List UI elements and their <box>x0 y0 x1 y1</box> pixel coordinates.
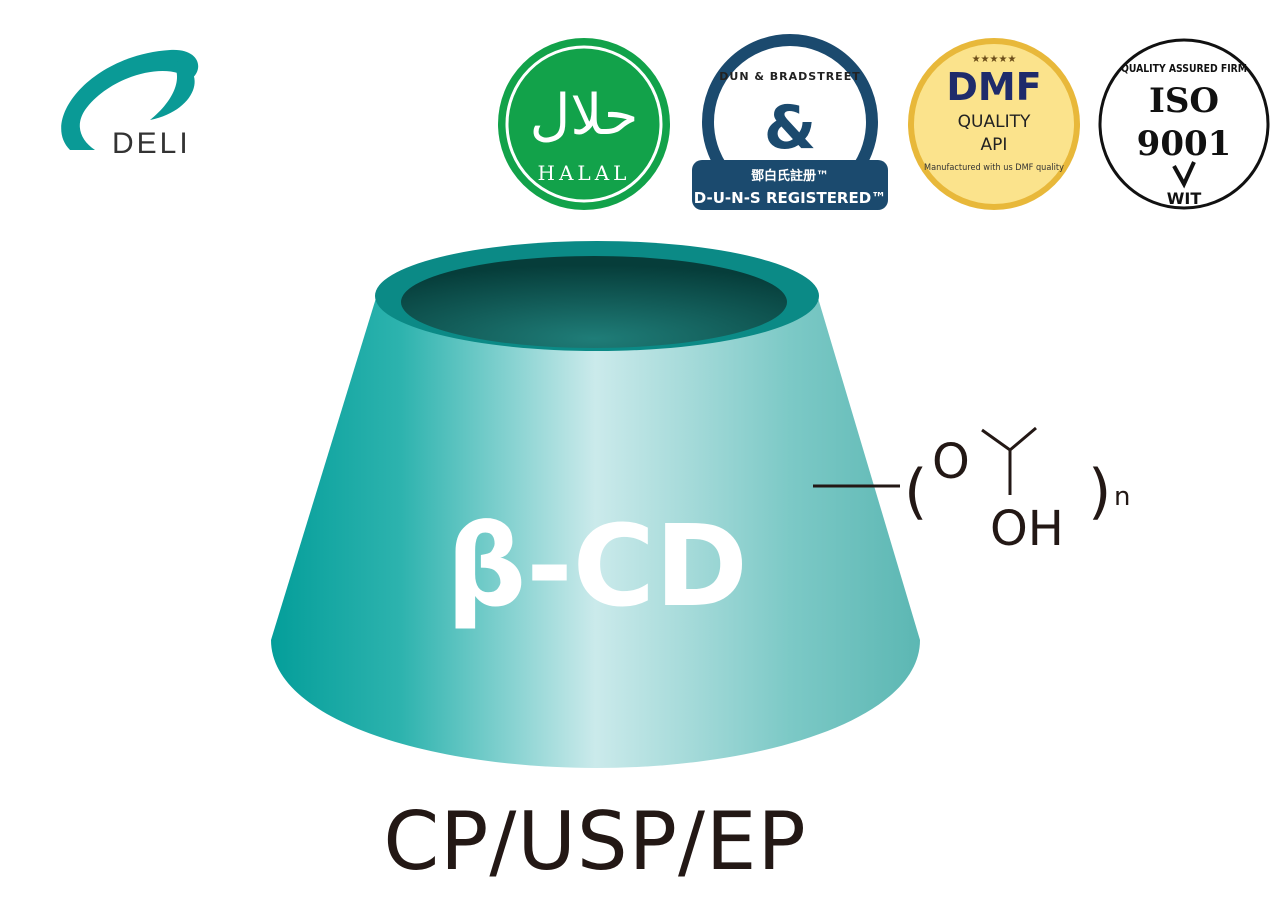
dmf-badge: ★★★★★ DMF QUALITY API Manufactured with … <box>908 38 1080 210</box>
pharmacopoeia-grades: CP/USP/EP <box>383 795 807 888</box>
oxygen-label: O <box>932 434 970 490</box>
beta-cd-cone: β-CD <box>271 241 920 768</box>
halal-badge: حلال HALAL <box>498 38 670 210</box>
halal-arabic: حلال <box>530 83 639 148</box>
halal-text: HALAL <box>538 161 631 185</box>
product-name: β-CD <box>446 502 748 632</box>
check-icon <box>1172 161 1196 189</box>
iso-mark: WIT <box>1167 189 1202 208</box>
open-paren: ( <box>904 457 927 527</box>
dmf-arc-text: Manufactured with us DMF quality <box>924 163 1065 173</box>
deli-logo: DELI <box>61 49 199 160</box>
iso-line1: ISO <box>1149 81 1219 121</box>
duns-arc-text: DUN & BRADSTREET <box>719 70 860 83</box>
substituent-formula: ( O OH ) n <box>813 426 1130 557</box>
hydroxyl-label: OH <box>990 501 1064 557</box>
dmf-stars: ★★★★★ <box>972 54 1017 65</box>
ampersand-icon: & <box>764 93 816 163</box>
subscript-n: n <box>1114 482 1130 512</box>
dmf-line3: API <box>981 135 1008 155</box>
dmf-title: DMF <box>946 65 1041 109</box>
dmf-line2: QUALITY <box>958 112 1031 132</box>
duns-cn-text: 鄧白氏註册™ <box>751 168 829 184</box>
duns-text: D-U-N-S REGISTERED™ <box>694 189 886 207</box>
iso-line2: 9001 <box>1137 124 1232 164</box>
close-paren: ) <box>1088 457 1111 527</box>
duns-badge: DUN & BRADSTREET & 鄧白氏註册™ D-U-N-S REGIST… <box>692 34 888 210</box>
iso-arc-text: QUALITY ASSURED FIRM <box>1121 62 1247 75</box>
logo-text: DELI <box>112 127 191 160</box>
iso-badge: QUALITY ASSURED FIRM ISO 9001 WIT <box>1098 38 1270 210</box>
